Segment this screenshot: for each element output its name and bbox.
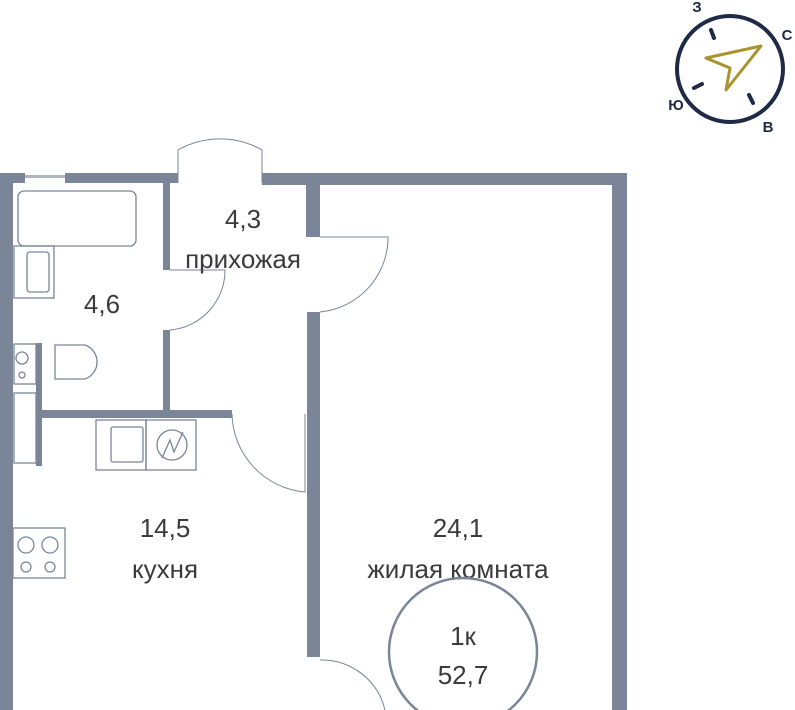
hall-area: 4,3 <box>225 204 261 234</box>
doors <box>169 138 389 710</box>
fridge <box>145 419 197 471</box>
bathtub <box>17 190 137 247</box>
summary-badge: 1к 52,7 <box>387 576 539 710</box>
toilet-tank <box>13 343 37 385</box>
stove <box>12 527 66 579</box>
bathroom-area: 4,6 <box>84 289 120 319</box>
hall-name: прихожая <box>185 244 301 274</box>
compass-icon: З С Ю В <box>668 0 792 136</box>
kitchen-name: кухня <box>132 554 198 584</box>
living-area: 24,1 <box>433 513 484 543</box>
compass-arrow <box>704 44 763 92</box>
total-area: 52,7 <box>438 660 489 690</box>
apartment-type: 1к <box>450 621 476 651</box>
compass-west: З <box>692 0 701 16</box>
compass-south: Ю <box>668 97 683 114</box>
toilet <box>54 344 98 380</box>
compass-east: В <box>763 119 774 136</box>
washing-machine <box>13 392 37 464</box>
kitchen-area: 14,5 <box>140 513 191 543</box>
compass-north: С <box>782 27 793 44</box>
walls <box>0 173 627 710</box>
fixtures <box>12 190 197 579</box>
sink <box>13 245 55 299</box>
